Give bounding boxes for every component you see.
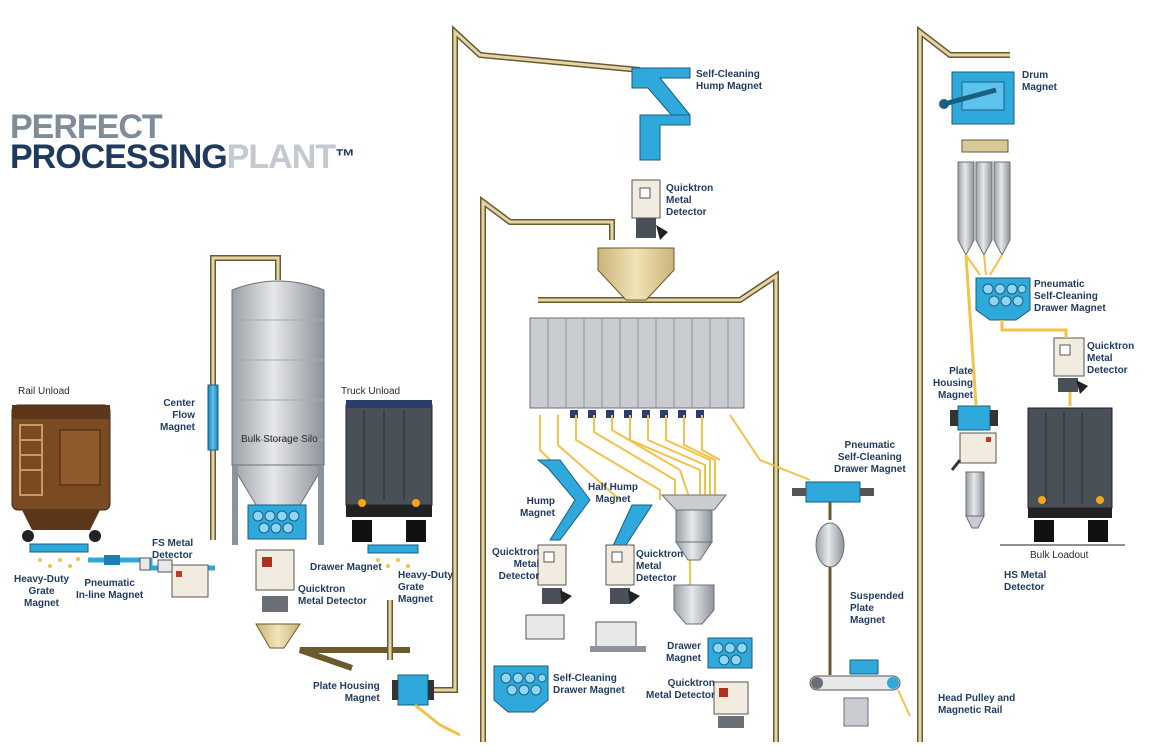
right-silos <box>957 139 1011 276</box>
packers <box>525 614 646 652</box>
self-cleaning-hump-magnet <box>631 67 691 161</box>
self-cleaning-drawer-magnet <box>493 665 549 713</box>
label-quicktron-right: Quicktron Metal Detector <box>1087 341 1135 376</box>
bulk-storage-silo <box>231 280 325 545</box>
bin-row <box>529 317 745 418</box>
label-pneumatic-drawer-magnet-right: Pneumatic Self-Cleaning Drawer Magnet <box>1034 279 1106 314</box>
center-flow-magnet <box>207 384 219 451</box>
right-feed-lines <box>964 254 1072 406</box>
title-line-1: PERFECT <box>10 108 163 146</box>
top-hopper <box>597 247 675 301</box>
label-drum-magnet: Drum Magnet <box>1022 70 1057 93</box>
label-quicktron-top: Quicktron Metal Detector <box>666 183 714 218</box>
pneumatic-drawer-magnet-mid <box>792 481 874 675</box>
label-quicktron-center: Quicktron Metal Detector <box>646 678 715 701</box>
quicktron-a <box>537 544 572 604</box>
title-processing: PROCESSING <box>10 138 228 176</box>
label-head-pulley-magnetic-rail: Head Pulley and Magnetic Rail <box>938 693 1016 716</box>
pneumatic-drawer-magnet-right <box>975 277 1031 321</box>
label-bulk-storage-silo: Bulk Storage Silo <box>241 434 318 445</box>
quicktron-b <box>605 544 640 604</box>
title-line-2: PROCESSINGPLANT™ <box>10 140 355 174</box>
label-fs-metal-detector: FS Metal Detector <box>152 538 194 561</box>
title-trademark: ™ <box>335 146 355 168</box>
label-heavy-duty-grate-magnet-left: Heavy-Duty Grate Magnet <box>14 574 70 609</box>
quicktron-right <box>1053 337 1088 394</box>
drum-magnet <box>939 71 1015 125</box>
label-hs-metal-detector: HS Metal Detector <box>1004 570 1047 593</box>
label-half-hump-magnet: Half Hump Magnet <box>588 482 638 505</box>
truck-unload <box>345 400 433 542</box>
label-bulk-loadout: Bulk Loadout <box>1030 550 1089 561</box>
distribution-lines <box>539 414 811 590</box>
center-cyclone <box>660 494 728 625</box>
half-hump-magnet <box>611 504 653 549</box>
rail-car <box>11 404 111 542</box>
grate-magnet-right <box>367 544 419 568</box>
plate-housing-magnet-right-box <box>950 405 998 431</box>
hump-magnet <box>536 459 591 541</box>
label-drawer-magnet: Drawer Magnet <box>310 562 382 573</box>
hs-metal-detector <box>950 432 997 529</box>
drawer-magnet-center <box>707 637 753 669</box>
label-quicktron-silo: Quicktron Metal Detector <box>298 584 367 607</box>
label-pneumatic-inline-magnet: Pneumatic In-line Magnet <box>76 578 144 601</box>
drawer-magnet-silo <box>247 504 307 540</box>
label-rail-unload: Rail Unload <box>18 386 70 397</box>
label-self-cleaning-hump-magnet: Self-Cleaning Hump Magnet <box>696 69 763 92</box>
title-plant: PLANT <box>226 138 336 176</box>
label-truck-unload: Truck Unload <box>341 386 401 397</box>
label-heavy-duty-grate-magnet-right: Heavy-Duty Grate Magnet <box>398 570 454 605</box>
label-drawer-magnet-center: Drawer Magnet <box>666 641 701 664</box>
label-pneumatic-drawer-magnet-mid: Pneumatic Self-Cleaning Drawer Magnet <box>834 440 906 475</box>
label-self-cleaning-drawer-magnet: Self-Cleaning Drawer Magnet <box>553 673 625 696</box>
quicktron-top <box>631 179 668 240</box>
label-quicktron-b: Quicktron Metal Detector <box>636 549 684 584</box>
label-quicktron-a: Quicktron Metal Detector <box>492 547 540 582</box>
label-suspended-plate-magnet: Suspended Plate Magnet <box>850 591 904 626</box>
label-hump-magnet: Hump Magnet <box>520 496 555 519</box>
label-center-flow-magnet: Center Flow Magnet <box>160 398 195 433</box>
grate-magnet-left <box>29 543 89 568</box>
bulk-loadout-truck <box>1000 407 1125 546</box>
suspended-plate-magnet <box>809 659 911 727</box>
plate-housing-magnet-box <box>392 674 461 737</box>
fs-metal-detector <box>171 564 209 598</box>
quicktron-silo <box>255 549 301 649</box>
quicktron-center <box>713 681 749 728</box>
label-plate-housing-magnet-right: Plate Housing Magnet <box>933 366 973 401</box>
label-plate-housing-magnet: Plate Housing Magnet <box>313 681 380 704</box>
